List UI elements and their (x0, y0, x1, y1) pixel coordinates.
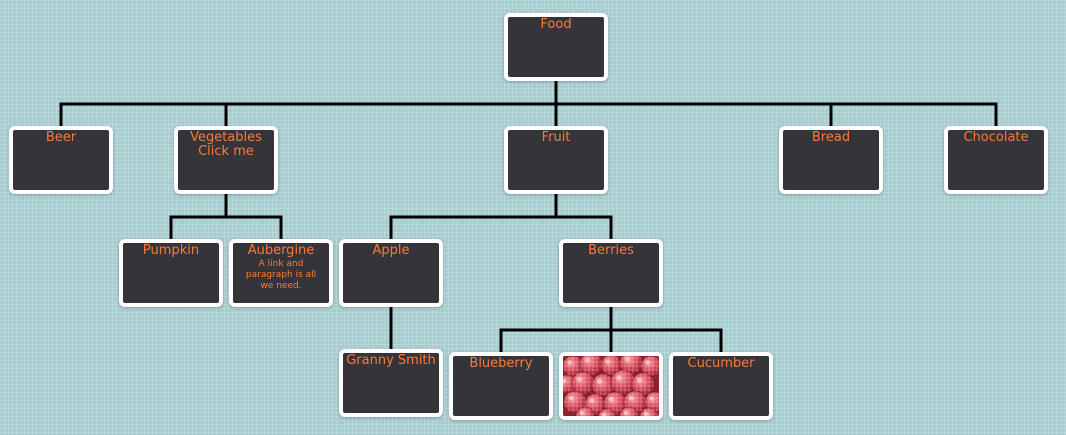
raspberry-highlight (616, 375, 622, 381)
raspberry-highlight (643, 411, 648, 416)
raspberry-highlight (589, 398, 594, 403)
node-food-label: Food (540, 17, 572, 32)
node-beer[interactable]: Beer (9, 126, 113, 194)
raspberry-highlight (608, 396, 614, 402)
raspberry-highlight (584, 357, 590, 363)
node-blueberry-label: Blueberry (469, 356, 533, 371)
node-aubergine-label[interactable]: Aubergine (247, 243, 315, 258)
raspberry-highlight (624, 356, 630, 362)
raspberry-highlight (636, 377, 642, 383)
node-apple[interactable]: Apple (339, 239, 443, 307)
raspberry-texture (641, 356, 659, 376)
raspberry-highlight (576, 376, 582, 382)
node-chocolate-label: Chocolate (963, 130, 1029, 145)
node-pumpkin-label: Pumpkin (142, 243, 200, 258)
node-apple-label: Apple (372, 243, 410, 258)
raspberry-highlight (563, 378, 566, 383)
raspberry-highlight (568, 395, 574, 401)
raspberry-highlight (567, 360, 572, 365)
raspberry-highlight (649, 396, 654, 401)
raspberry-texture (572, 372, 594, 394)
node-fruit[interactable]: Fruit (504, 126, 608, 194)
raspberry-highlight (645, 360, 650, 365)
node-cucumber[interactable]: Cucumber (669, 352, 773, 420)
raspberry-texture (645, 392, 659, 412)
node-raspberry-image[interactable] (559, 352, 663, 420)
raspberry-highlight (628, 395, 634, 401)
raspberry-highlight (596, 378, 602, 384)
raspberry-highlight (601, 412, 606, 416)
node-bread[interactable]: Bread (779, 126, 883, 194)
raspberry-texture (611, 370, 635, 394)
node-vegetables-link[interactable]: Vegetables Click me (190, 130, 262, 159)
node-blueberry[interactable]: Blueberry (449, 352, 553, 420)
node-vegetables[interactable]: Vegetables Click me (174, 126, 278, 194)
node-beer-label: Beer (45, 130, 77, 145)
node-aubergine[interactable]: Aubergine A link and paragraph is all we… (229, 239, 333, 307)
raspberry-highlight (579, 410, 584, 415)
node-aubergine-description: A link and paragraph is all we need. (245, 259, 317, 291)
node-food[interactable]: Food (504, 13, 608, 81)
node-berries[interactable]: Berries (559, 239, 663, 307)
raspberry-highlight (605, 359, 610, 364)
node-cucumber-label: Cucumber (687, 356, 755, 371)
node-pumpkin[interactable]: Pumpkin (119, 239, 223, 307)
node-fruit-label: Fruit (541, 130, 571, 145)
node-chocolate[interactable]: Chocolate (944, 126, 1048, 194)
node-granny-smith[interactable]: Granny Smith (339, 349, 443, 417)
raspberry-photo-icon (563, 356, 659, 416)
node-bread-label: Bread (811, 130, 851, 145)
node-granny-smith-label: Granny Smith (346, 353, 436, 368)
node-berries-label: Berries (588, 243, 634, 258)
raspberry-highlight (623, 410, 628, 415)
